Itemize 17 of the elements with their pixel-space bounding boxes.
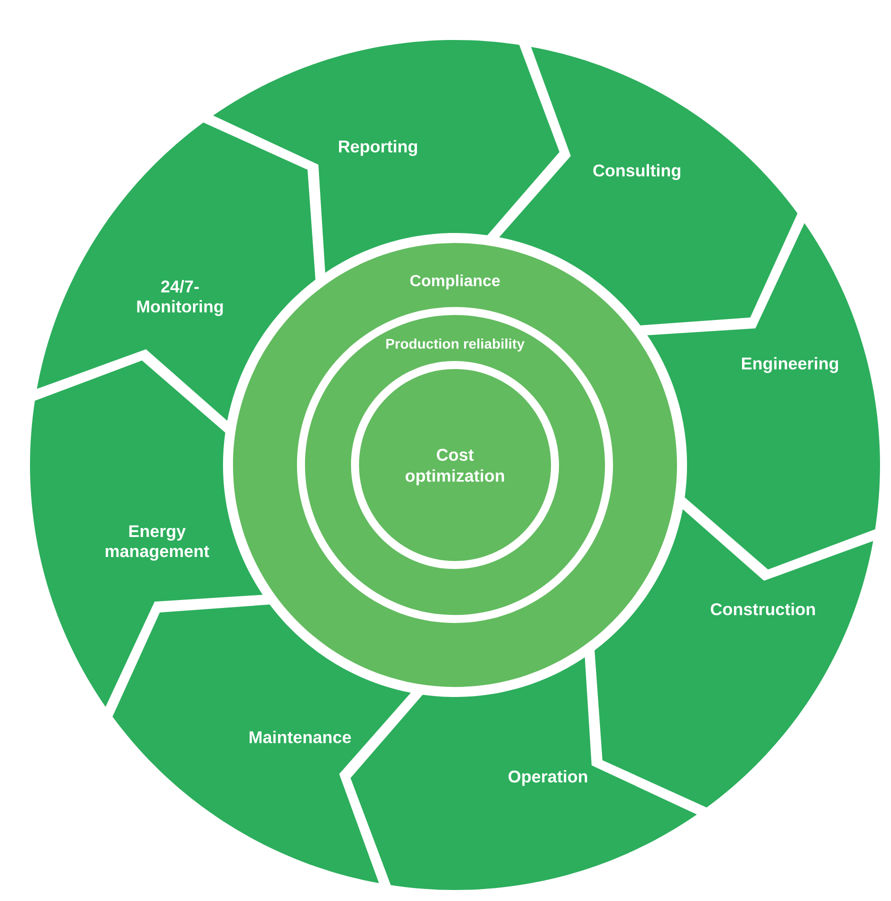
node-label: Cost optimization: [406, 448, 504, 486]
node-label: Energy management: [106, 525, 210, 561]
ring-segment: Engineering: [647, 223, 880, 570]
ring-segment: Energy management: [30, 360, 263, 707]
node-label: Construction: [710, 602, 815, 616]
ring-segment: Maintenance: [112, 604, 411, 884]
node-label: Maintenance: [250, 730, 351, 744]
ring-segment: Construction: [594, 509, 874, 808]
ring-segment: Consulting: [499, 46, 798, 326]
node-label: Consulting: [593, 164, 680, 180]
node-label: 24/7-Monitoring: [137, 280, 223, 316]
ring-segment: Reporting: [213, 40, 560, 273]
node-label: Operation: [508, 770, 588, 786]
ring-segment: 24/7-Monitoring: [36, 122, 316, 421]
node-label: Reporting: [339, 140, 418, 156]
node-label: Engineering: [742, 357, 838, 373]
ring-segment: Operation: [350, 657, 697, 890]
